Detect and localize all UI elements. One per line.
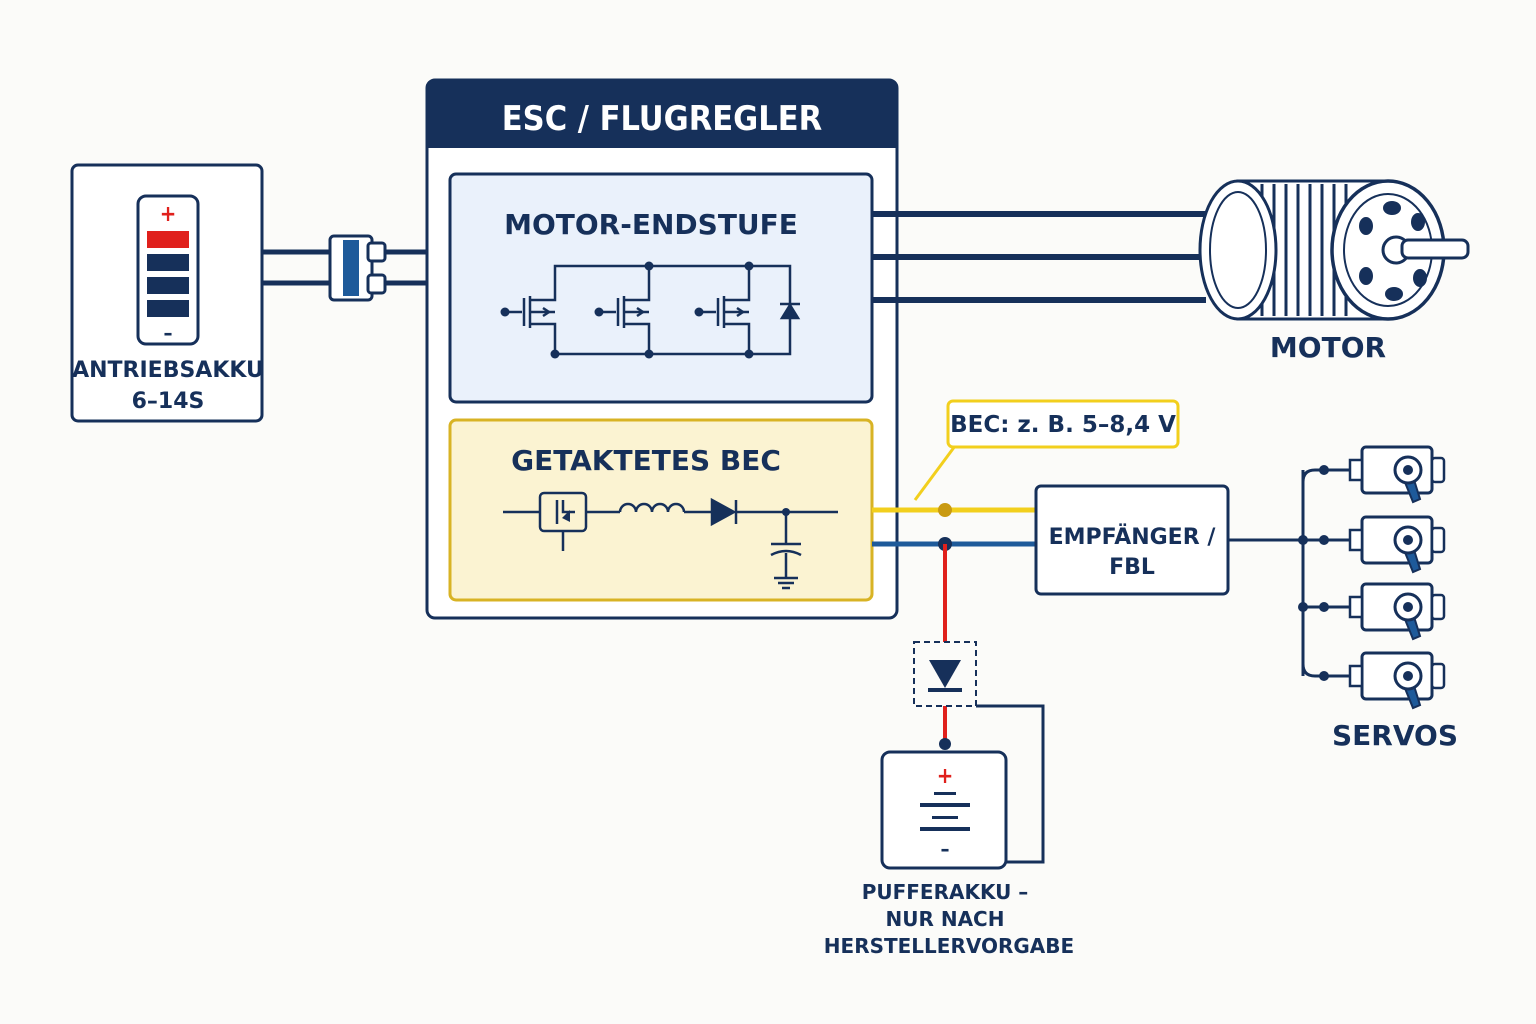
battery-leads [262,234,428,302]
servo [1348,582,1446,641]
schematic-junctions [500,261,794,359]
buffer-label-line1: PUFFERAKKU – [862,880,1029,904]
receiver-label-line1: EMPFÄNGER / [1049,524,1217,550]
receiver-label-line2: FBL [1109,555,1155,580]
buffer-label-line3: HERSTELLERVORGABE [824,934,1074,958]
drive-battery: + – ANTRIEBSAKKU 6–14S [70,163,264,423]
buffer-label-line2: NUR NACH [886,907,1005,931]
bec-voltage-callout: BEC: z. B. 5–8,4 V [913,399,1180,501]
servos-label: SERVOS [1332,719,1458,752]
buffer-minus-sign: – [941,837,950,861]
bec-output-wires [872,503,1036,551]
battery-cell [147,254,189,271]
servo-bus [1228,468,1350,678]
battery-plus-sign: + [160,202,177,227]
buffer-plus-sign: + [937,764,954,789]
motor-leads [872,211,1206,303]
esc-title: ESC / FLUGREGLER [502,99,822,139]
motor-stage: MOTOR-ENDSTUFE [448,172,874,404]
mosfet-2 [599,266,651,354]
battery-minus-sign: – [164,321,173,345]
motor: MOTOR [1198,179,1470,364]
battery-cell [147,300,189,317]
servo [1348,651,1446,710]
schematic-junction [782,508,790,516]
receiver-fbl: EMPFÄNGER / FBL [1034,484,1230,596]
motor-label: MOTOR [1270,331,1386,364]
battery-name: ANTRIEBSAKKU [72,358,264,383]
xt-connector [328,234,387,302]
blocking-diode [913,641,977,707]
mosfet-3 [699,266,751,354]
battery-cell [147,277,189,294]
servo-bus-nodes [1298,465,1329,681]
bec-voltage-text: BEC: z. B. 5–8,4 V [950,412,1176,438]
bec-stage-title: GETAKTETES BEC [511,444,781,477]
motor-stage-title: MOTOR-ENDSTUFE [504,208,798,241]
bec-stage: GETAKTETES BEC [448,418,874,602]
buffer-branch [913,544,1045,864]
buffer-battery: + – [880,750,1008,870]
battery-cell-red [147,231,189,248]
servo [1348,515,1446,574]
servo [1348,445,1446,504]
motor-icon [1198,179,1470,321]
battery-cell-count: 6–14S [132,389,205,414]
